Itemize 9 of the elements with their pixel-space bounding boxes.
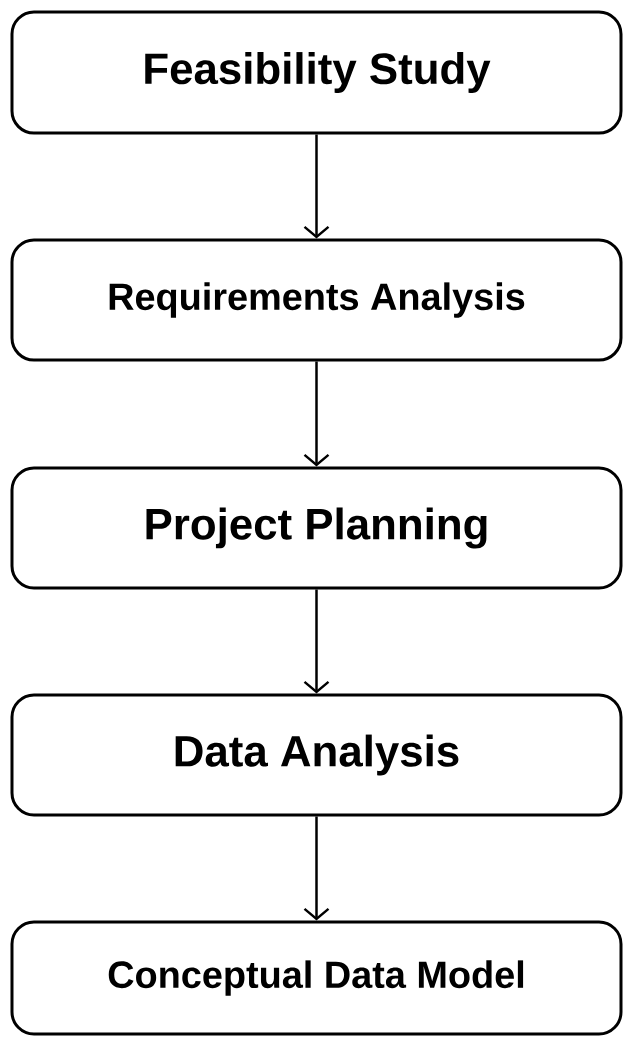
process-box: Conceptual Data Model <box>10 920 623 1036</box>
arrow <box>303 816 330 921</box>
process-box: Data Analysis <box>10 693 623 817</box>
arrow <box>303 361 330 467</box>
arrow <box>303 589 330 694</box>
arrow <box>303 134 330 239</box>
process-box: Project Planning <box>10 466 623 590</box>
process-box: Requirements Analysis <box>10 238 623 362</box>
process-box: Feasibility Study <box>10 10 623 135</box>
